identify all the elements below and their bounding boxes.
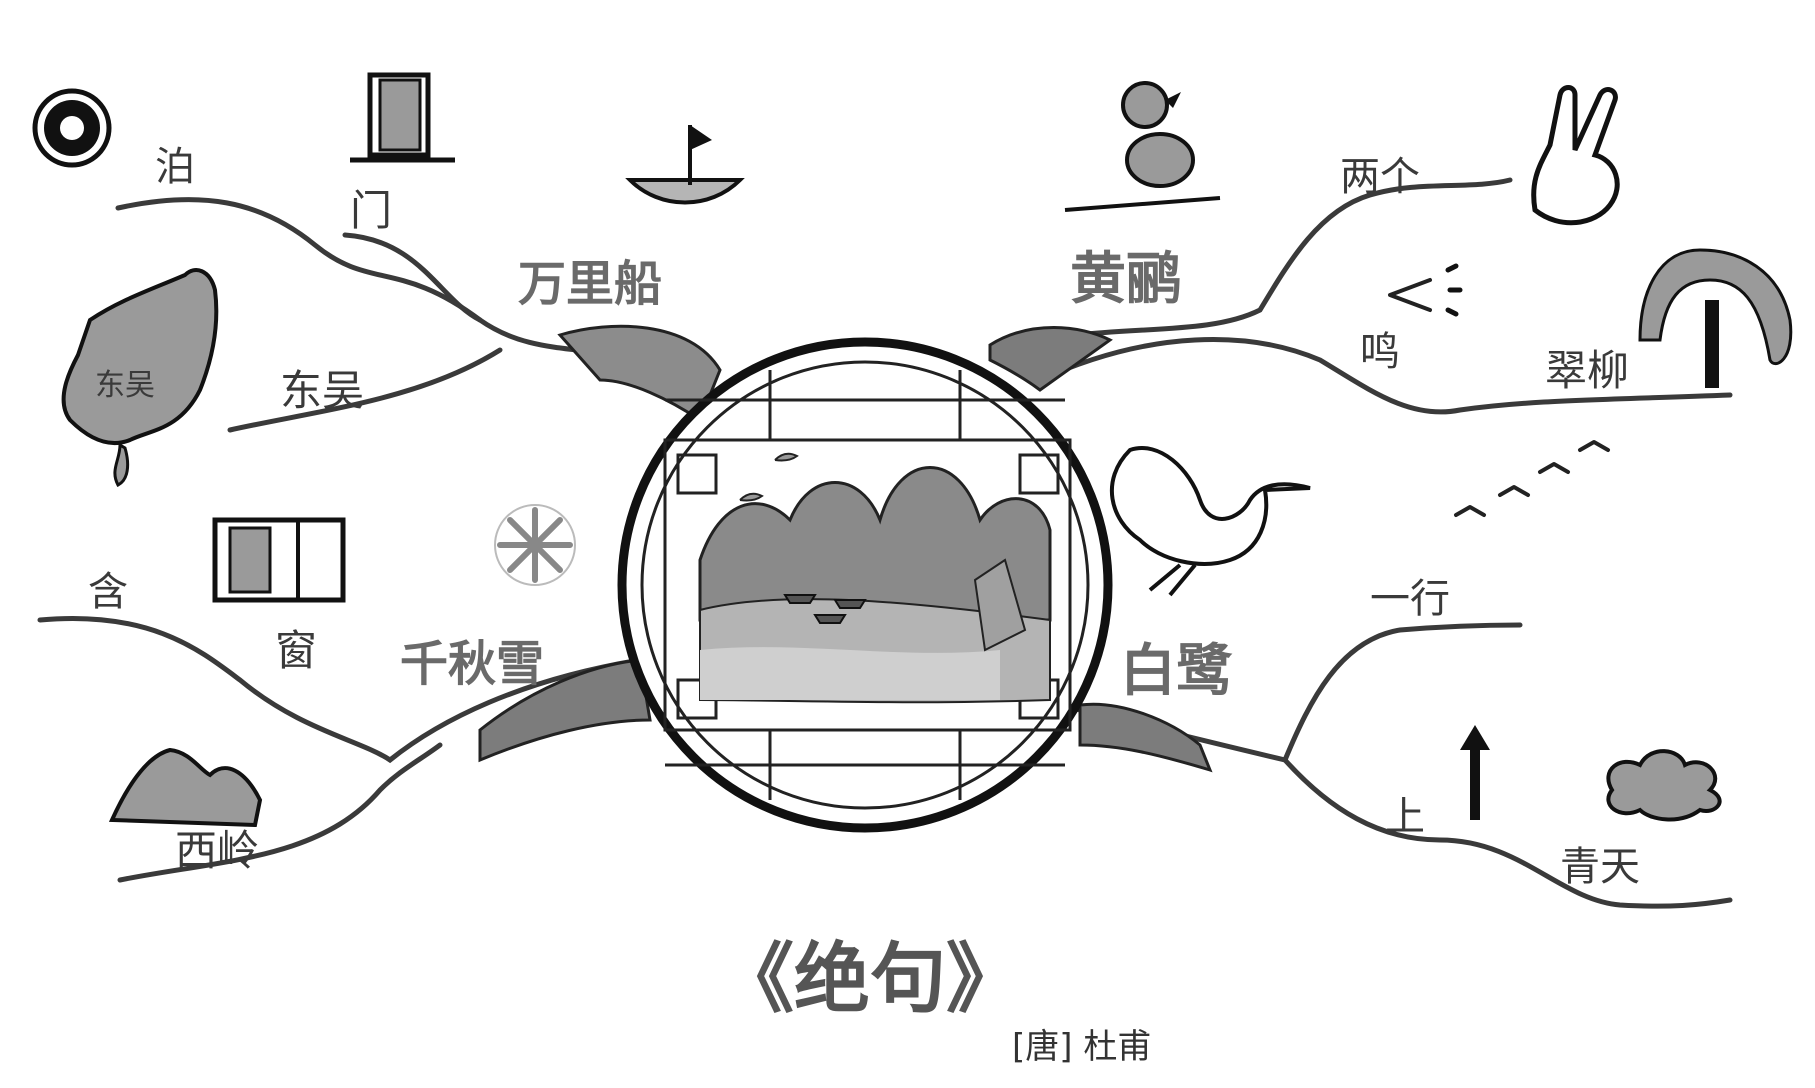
sub-label-qingtian: 青天 — [1560, 844, 1640, 890]
snowflake-icon — [494, 504, 576, 586]
sub-label-cuiliu: 翠柳 — [1545, 346, 1629, 395]
sub-label-han: 含 — [88, 569, 128, 615]
sub-label-xiling: 西岭 — [175, 826, 259, 875]
up-arrow-icon — [1460, 725, 1490, 820]
sub-label-shang: 上 — [1385, 794, 1425, 840]
cloud-icon — [1606, 749, 1722, 822]
hub-connectors — [478, 324, 1213, 773]
flock-icon — [1454, 440, 1610, 517]
sub-label-men: 门 — [350, 186, 392, 235]
egret-icon — [1110, 446, 1311, 597]
poem-title: 《绝句》 — [718, 934, 1022, 1023]
main-label-wanlichuan: 万里船 — [518, 256, 662, 312]
sub-label-dongwu: 东吴 — [280, 366, 364, 415]
sub-label-ming: 鸣 — [1360, 329, 1400, 375]
sub-label-chuang: 窗 — [275, 626, 317, 675]
dongwu-island-icon — [61, 268, 219, 487]
sub-label-yihang: 一行 — [1370, 576, 1450, 622]
main-label-huangli: 黄鹂 — [1070, 247, 1182, 312]
door-icon — [350, 72, 455, 163]
willow-icon — [1638, 248, 1793, 388]
mountain-icon — [108, 747, 263, 828]
sub-label-bo: 泊 — [155, 144, 195, 190]
main-label-bailu: 白鹭 — [1120, 639, 1233, 704]
poem-author: [唐] 杜甫 — [1012, 1027, 1151, 1067]
island-label: 东吴 — [95, 368, 155, 403]
boat-icon — [625, 125, 745, 205]
sound-icon — [1388, 263, 1463, 317]
sub-label-liangge: 两个 — [1340, 154, 1420, 200]
p-icon — [32, 88, 112, 168]
victory-hand-icon — [1531, 85, 1620, 226]
window-icon — [212, 517, 346, 603]
branch-lines — [37, 177, 1733, 909]
bird-icon — [1064, 81, 1221, 212]
window-landscape-icon — [617, 337, 1113, 833]
main-label-qianqiuxue: 千秋雪 — [400, 636, 544, 692]
